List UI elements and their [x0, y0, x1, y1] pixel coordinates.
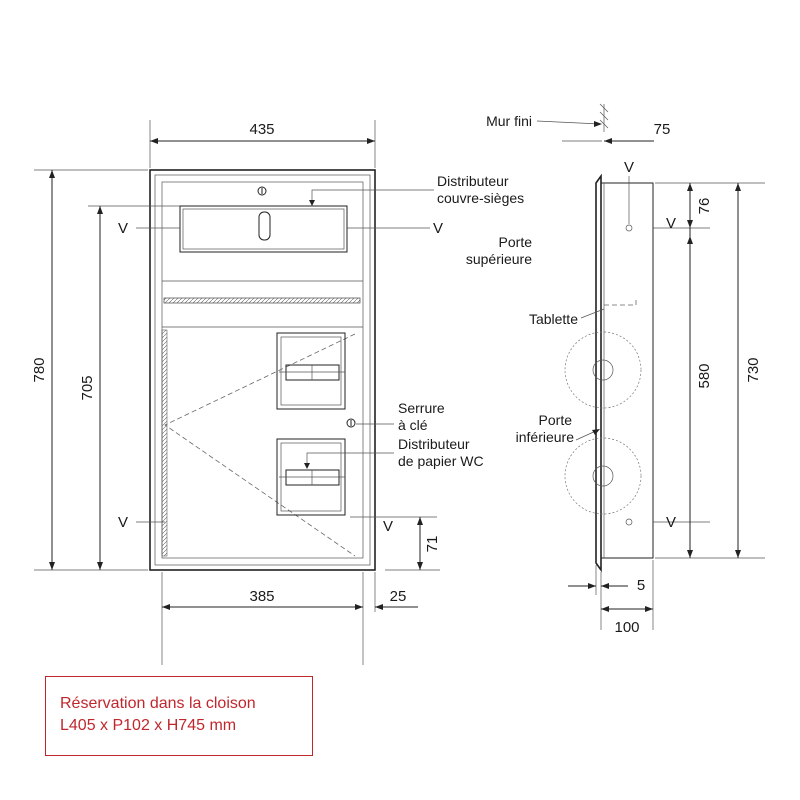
dim-100: 100	[614, 619, 639, 636]
dim-75: 75	[654, 121, 671, 138]
dim-435: 435	[249, 121, 274, 138]
arrow-76-bottom	[687, 220, 693, 228]
arrow-75	[604, 138, 612, 144]
wall-cutout-line2: L405 x P102 x H745 mm	[60, 717, 237, 734]
label-tp-l1: Distributeur	[398, 436, 470, 452]
arrow-76-top	[687, 183, 693, 191]
dim-780: 780	[31, 357, 48, 382]
leader-shelf	[580, 308, 605, 319]
arrow-25	[375, 604, 383, 610]
dim-705: 705	[79, 375, 96, 400]
key-lock-icon	[346, 418, 356, 428]
front-dimensions: 435 780 705 385 25 71	[31, 120, 441, 665]
wall-cutout-note: Réservation dans la cloison L405 x P102 …	[45, 676, 313, 756]
leader-tp-arrow	[304, 463, 310, 469]
arrow-730-bottom	[735, 550, 741, 558]
screw-hole-top	[625, 224, 633, 232]
tp-roll-core-upper	[592, 359, 614, 381]
tp-holder-upper-inner	[280, 336, 342, 406]
arrow-435-left	[150, 138, 158, 144]
label-lower-door-l1: Porte	[539, 412, 573, 428]
screw-hole-bottom	[625, 518, 633, 526]
shelf-hatch	[163, 297, 361, 304]
door-swing-lines	[164, 333, 356, 557]
tp-holder-upper	[276, 332, 346, 410]
screw-mark-side-top: V	[624, 159, 634, 176]
arrow-705-top	[97, 206, 103, 214]
label-finished-wall: Mur fini	[486, 113, 532, 129]
arrow-100-right	[645, 606, 653, 612]
arrow-580-bottom	[687, 550, 693, 558]
screw-mark-front-2: V	[433, 220, 443, 237]
side-dimensions: 76 580 730 5 100	[568, 182, 765, 636]
leader-seat-cover-arrow	[309, 200, 315, 206]
leader-tp	[306, 452, 394, 468]
arrow-71-top	[417, 517, 423, 525]
arrow-finished-wall	[594, 121, 602, 127]
label-lock-l2: à clé	[398, 417, 428, 433]
seat-cover-slot	[258, 211, 271, 241]
tp-roll-lower	[285, 469, 340, 486]
arrow-580-top	[687, 236, 693, 244]
label-tp-l2: de papier WC	[398, 453, 484, 469]
side-flange	[595, 173, 602, 573]
arrow-435-right	[367, 138, 375, 144]
wall-break-mark	[599, 103, 609, 129]
leader-seat-cover	[311, 189, 434, 205]
dim-5: 5	[637, 577, 645, 594]
screw-mark-side-3: V	[666, 514, 676, 531]
front-flange-inner	[154, 174, 371, 566]
dim-580: 580	[696, 363, 713, 388]
screw-mark-front-3: V	[118, 514, 128, 531]
seat-cover-dispenser-inner	[182, 208, 345, 250]
side-body	[600, 182, 654, 559]
screw-mark-side-2: V	[666, 215, 676, 232]
label-lock-l1: Serrure	[398, 400, 445, 416]
arrow-705-bottom	[97, 562, 103, 570]
wall-cutout-line1: Réservation dans la cloison	[60, 695, 256, 712]
front-cabinet	[161, 181, 364, 559]
seat-cover-dispenser	[179, 205, 348, 253]
side-view: Mur fini 75 V Tablette Porte inférieure	[486, 103, 710, 573]
front-outer-frame	[149, 169, 376, 571]
label-upper-door-l2: supérieure	[466, 251, 532, 267]
front-labels: Distributeur couvre-sièges Porte supérie…	[118, 173, 532, 535]
arrow-780-bottom	[49, 562, 55, 570]
label-lower-door-l2: inférieure	[516, 429, 575, 445]
lower-door-hinge	[161, 329, 168, 557]
dim-71: 71	[424, 536, 441, 553]
arrow-71-bottom	[417, 562, 423, 570]
arrow-5-b	[601, 583, 609, 589]
dim-730: 730	[745, 357, 762, 382]
dim-25: 25	[390, 588, 407, 605]
upper-lock-icon	[257, 186, 267, 196]
arrow-730-top	[735, 183, 741, 191]
arrow-385-right	[355, 604, 363, 610]
arrow-100-left	[601, 606, 609, 612]
front-view	[136, 169, 437, 571]
arrow-5-a	[588, 583, 596, 589]
label-seat-cover-l2: couvre-sièges	[437, 190, 524, 206]
tp-roll-circle-lower	[564, 437, 642, 515]
screw-mark-front-1: V	[118, 220, 128, 237]
arrow-780-top	[49, 170, 55, 178]
label-upper-door-l1: Porte	[499, 234, 533, 250]
dim-76: 76	[696, 198, 713, 215]
label-seat-cover-l1: Distributeur	[437, 173, 509, 189]
tp-roll-core-lower	[592, 465, 614, 487]
shelf-marker	[604, 297, 637, 306]
arrow-385-left	[162, 604, 170, 610]
tp-roll-upper	[285, 364, 340, 381]
label-shelf: Tablette	[529, 311, 578, 327]
arrow-lower-door	[592, 429, 600, 435]
dim-385: 385	[249, 588, 274, 605]
screw-mark-front-4: V	[383, 518, 393, 535]
leader-finished-wall	[536, 120, 601, 125]
tp-roll-circle-upper	[564, 331, 642, 409]
